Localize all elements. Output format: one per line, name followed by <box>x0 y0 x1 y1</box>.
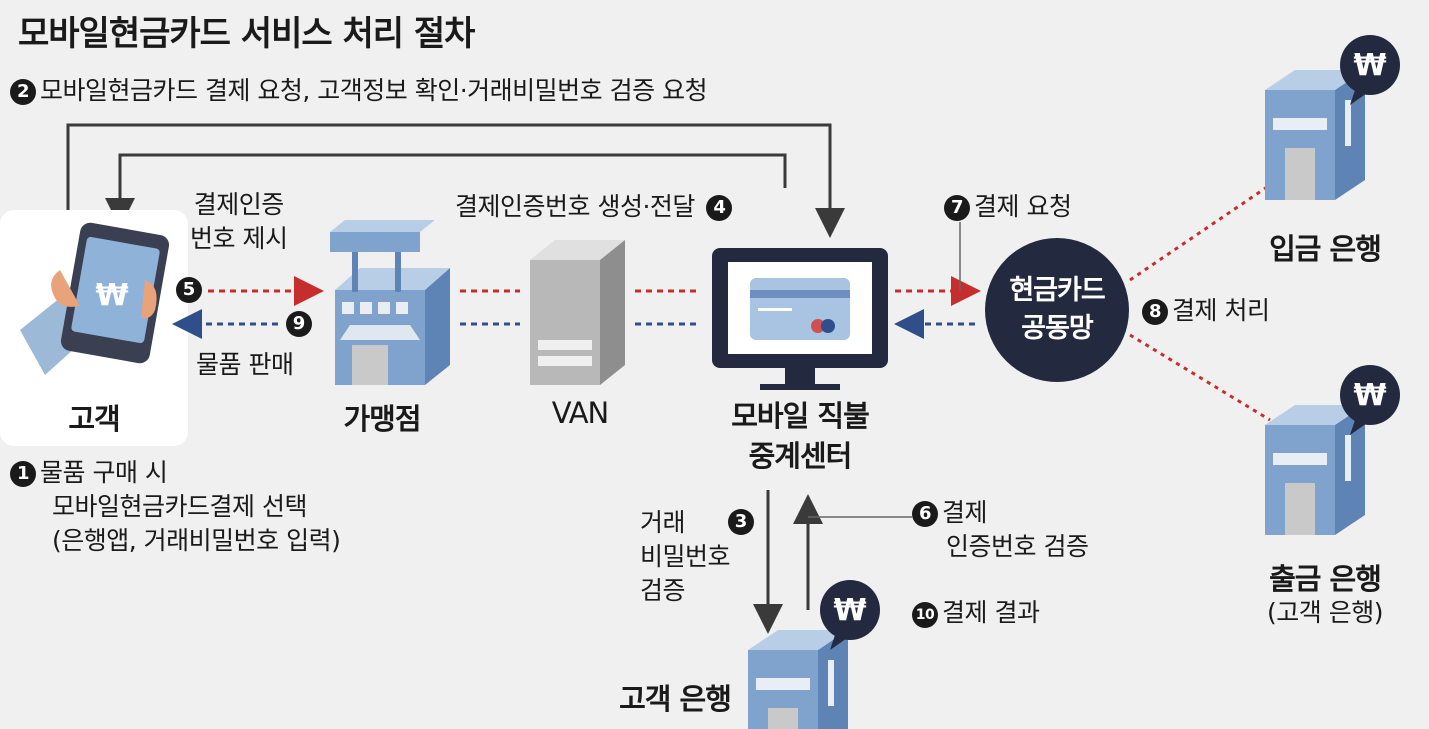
step9-text: 물품 판매 <box>196 350 294 379</box>
deposit-bank-icon <box>1265 70 1365 200</box>
network-circle <box>985 238 1129 382</box>
merchant-building-icon <box>330 220 450 385</box>
step1-line1: 물품 구매 시 <box>40 458 168 487</box>
step5-badge: 5 <box>176 277 202 303</box>
step1-line2: 모바일현금카드결제 선택 <box>52 492 307 521</box>
customer-bank-label: 고객 은행 <box>619 682 732 716</box>
step5-line2: 번호 제시 <box>190 224 288 253</box>
step10-badge: 10 <box>912 602 938 628</box>
step4-text: 결제인증번호 생성·전달 <box>455 192 695 221</box>
step4-auth-number-line <box>105 153 787 228</box>
step4-label: 결제인증번호 생성·전달 4 <box>455 190 736 224</box>
step6-badge: 6 <box>912 501 938 527</box>
van-server-icon <box>530 240 625 385</box>
step2-request-line <box>66 123 845 238</box>
won-icon: ₩ <box>1340 35 1400 105</box>
customer-label: 고객 <box>68 402 120 436</box>
svg-text:₩: ₩ <box>1353 378 1386 413</box>
phone-won-glyph: ₩ <box>95 278 128 313</box>
svg-text:₩: ₩ <box>833 593 866 628</box>
monitor-icon <box>712 248 888 390</box>
step3-line2: 비밀번호 <box>640 542 731 571</box>
van-label: VAN <box>551 396 610 430</box>
phone-icon: ₩ <box>20 222 170 375</box>
deposit-bank-label: 입금 은행 <box>1269 232 1382 266</box>
step2-text: 모바일현금카드 결제 요청, 고객정보 확인·거래비밀번호 검증 요청 <box>40 76 708 105</box>
withdraw-bank-icon <box>1265 405 1365 535</box>
step3-badge: 3 <box>728 509 754 535</box>
step5-label: 결제인증 번호 제시 <box>190 188 288 256</box>
network-label-line2: 공동망 <box>1021 313 1094 344</box>
step3-label: 거래 비밀번호 검증 <box>640 506 731 608</box>
withdraw-bank-label: 출금 은행 <box>1269 562 1382 596</box>
step10-text: 결제 결과 <box>942 598 1040 627</box>
center-label-line1: 모바일 직불 <box>731 399 870 433</box>
step3-line3: 검증 <box>640 576 686 605</box>
won-icon: ₩ <box>820 580 880 650</box>
won-icon: ₩ <box>1340 365 1400 435</box>
diagram-title: 모바일현금카드 서비스 처리 절차 <box>18 14 475 54</box>
step6-line1: 결제 <box>942 498 988 527</box>
network-label-line1: 현금카드 <box>1009 275 1105 306</box>
step6-line2: 인증번호 검증 <box>946 532 1089 561</box>
withdraw-bank-sub: (고객 은행) <box>1267 598 1383 627</box>
step7-text: 결제 요청 <box>974 192 1072 221</box>
step8-badge: 8 <box>1142 299 1168 325</box>
step1-line3: (은행앱, 거래비밀번호 입력) <box>52 526 341 555</box>
step3-line1: 거래 <box>640 508 686 537</box>
svg-text:₩: ₩ <box>1353 48 1386 83</box>
step9-badge: 9 <box>286 311 312 337</box>
center-label-line2: 중계센터 <box>748 439 853 473</box>
step7-badge: 7 <box>944 195 970 221</box>
step5-line1: 결제인증 <box>193 190 285 219</box>
merchant-label: 가맹점 <box>343 402 421 436</box>
step1-badge: 1 <box>10 461 36 487</box>
step4-badge: 4 <box>706 195 733 221</box>
step8-text: 결제 처리 <box>1172 296 1270 325</box>
center-label: 모바일 직불 중계센터 <box>700 396 900 476</box>
step2-badge: 2 <box>10 79 36 105</box>
network-label: 현금카드 공동망 <box>985 272 1129 348</box>
